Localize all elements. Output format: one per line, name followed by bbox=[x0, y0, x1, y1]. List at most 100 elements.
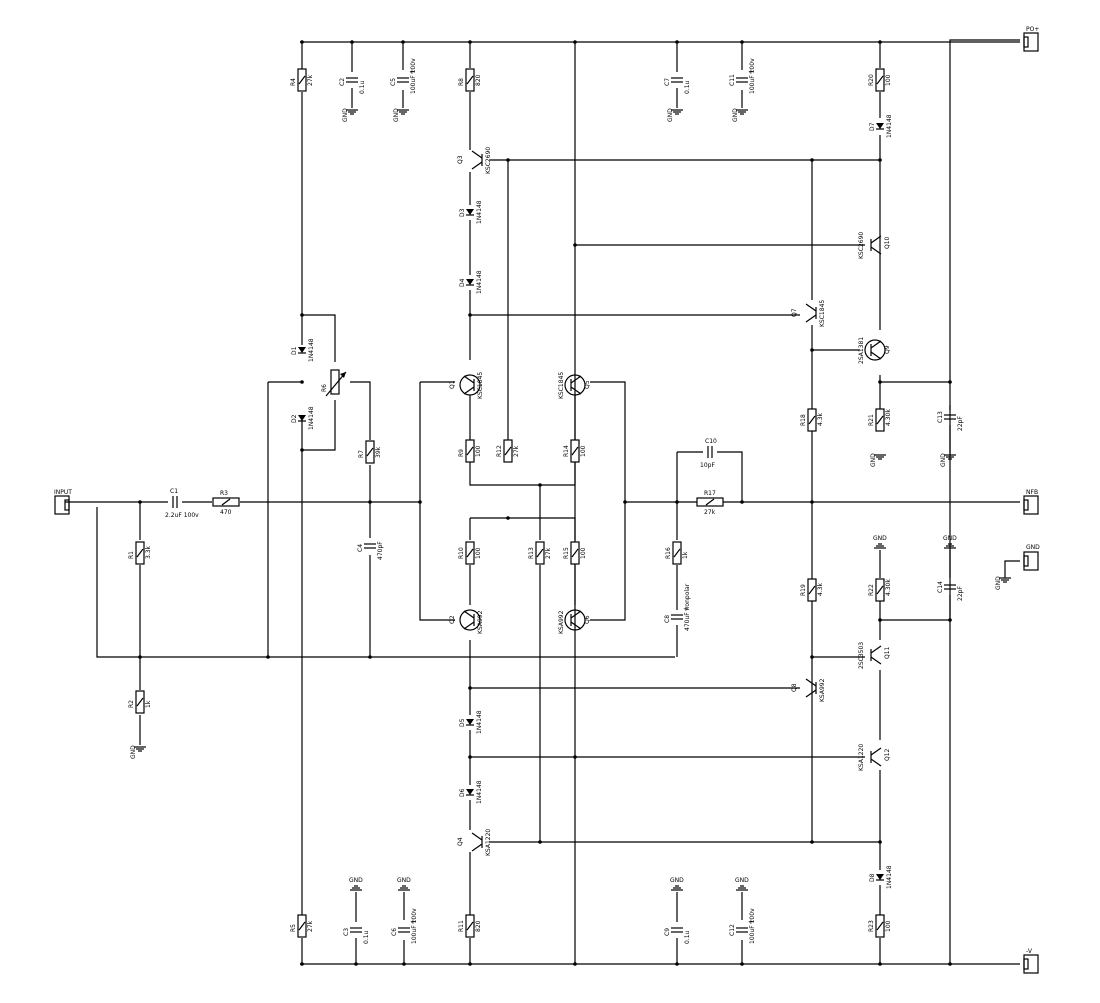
resistor-value-r1: 3.3k bbox=[145, 545, 152, 559]
capacitor-ref-c11: C11 bbox=[729, 74, 736, 86]
transistor-ref-q12: Q12 bbox=[884, 748, 891, 761]
gnd-c14-label: GND bbox=[943, 535, 957, 542]
capacitor-c4 bbox=[364, 543, 376, 549]
gnd-c13 bbox=[944, 454, 956, 460]
capacitor-value-c3: 0.1u bbox=[363, 930, 370, 944]
resistor-ref-r16: R16 bbox=[665, 547, 672, 559]
resistor-value-r11: 820 bbox=[475, 920, 482, 932]
transistor-value-q12: KSA1220 bbox=[858, 744, 865, 771]
capacitor-c9 bbox=[671, 927, 683, 933]
diode-value-d6: 1N4148 bbox=[476, 780, 483, 804]
resistor-ref-r3: R3 bbox=[220, 490, 228, 497]
capacitor-c1 bbox=[172, 496, 178, 508]
gnd-r22-label: GND bbox=[873, 535, 887, 542]
resistor-ref-r15: R15 bbox=[563, 547, 570, 559]
connector-gnd: GND bbox=[1004, 544, 1040, 578]
capacitor-polarity-c8: + bbox=[683, 605, 689, 613]
transistor-value-q2: KSA992 bbox=[477, 610, 484, 634]
capacitor-ref-c12: C12 bbox=[729, 924, 736, 936]
pos-port-label: PO+ bbox=[1026, 26, 1039, 33]
transistor-value-q1: KSC1845 bbox=[477, 372, 484, 399]
transistor-value-q3: KSC2690 bbox=[485, 147, 492, 174]
resistor-ref-r10: R10 bbox=[458, 547, 465, 559]
capacitor-ref-c5: C5 bbox=[390, 78, 397, 86]
neg-port-label: -V bbox=[1026, 948, 1033, 955]
resistor-ref-r6: R6 bbox=[321, 384, 328, 392]
resistor-value-r18: 4.3k bbox=[817, 412, 824, 426]
transistor-q1 bbox=[459, 374, 481, 396]
transistor-value-q8: KSA992 bbox=[819, 678, 826, 702]
gnd-r21 bbox=[874, 454, 886, 460]
resistor-r4 bbox=[297, 68, 307, 92]
resistor-r6 bbox=[325, 369, 347, 397]
capacitor-ref-c7: C7 bbox=[664, 78, 671, 86]
transistor-q8 bbox=[805, 678, 817, 698]
capacitor-c3 bbox=[350, 927, 362, 933]
resistor-value-r12: 27k bbox=[513, 445, 520, 457]
gnd-c2-label: GND bbox=[342, 108, 349, 122]
input-port-label: INPUT bbox=[54, 489, 72, 496]
capacitor-c5 bbox=[397, 77, 409, 83]
wires bbox=[65, 39, 1020, 965]
diode-value-d5: 1N4148 bbox=[476, 710, 483, 734]
connector-pos: PO+ bbox=[1023, 26, 1039, 52]
capacitor-c13 bbox=[944, 414, 956, 420]
transistor-value-q10: KSC2690 bbox=[858, 232, 865, 259]
capacitor-value-c13: 22pF bbox=[957, 416, 964, 431]
resistor-value-r17: 27k bbox=[704, 509, 716, 516]
resistor-ref-r14: R14 bbox=[563, 445, 570, 457]
capacitor-c14 bbox=[944, 584, 956, 590]
capacitor-value-c9: 0.1u bbox=[684, 930, 691, 944]
capacitor-c11 bbox=[736, 77, 748, 83]
transistor-q10 bbox=[870, 235, 882, 255]
resistor-value-r22: 4.30k bbox=[885, 579, 892, 596]
resistor-value-r13: 27k bbox=[545, 547, 552, 559]
diode-value-d7: 1N4148 bbox=[886, 114, 893, 138]
resistor-r7 bbox=[365, 440, 375, 464]
capacitor-c6 bbox=[398, 927, 410, 933]
diode-ref-d6: D6 bbox=[459, 788, 466, 797]
resistor-ref-r23: R23 bbox=[868, 920, 875, 932]
resistor-r10 bbox=[465, 541, 475, 565]
diode-ref-d2: D2 bbox=[291, 414, 298, 423]
resistor-r1 bbox=[135, 541, 145, 565]
transistor-value-q5: KSC1845 bbox=[558, 372, 565, 399]
transistor-ref-q2: Q2 bbox=[449, 615, 456, 624]
transistor-ref-q7: Q7 bbox=[791, 308, 798, 317]
resistor-r8 bbox=[465, 68, 475, 92]
capacitor-ref-c10: C10 bbox=[705, 438, 717, 445]
diode-d7 bbox=[876, 123, 884, 130]
resistor-ref-r21: R21 bbox=[868, 414, 875, 426]
transistor-ref-q6: Q6 bbox=[584, 615, 591, 624]
transistor-ref-q11: Q11 bbox=[884, 646, 891, 659]
transistor-q6 bbox=[564, 609, 586, 631]
resistor-ref-r8: R8 bbox=[458, 78, 465, 86]
capacitor-value-c7: 0.1u bbox=[684, 80, 691, 94]
resistor-r3 bbox=[212, 497, 240, 507]
gnd-c13-label: GND bbox=[940, 453, 947, 467]
capacitor-value-c11: 100uF 100v bbox=[749, 58, 756, 94]
transistor-q12 bbox=[870, 747, 882, 767]
capacitor-value-c8: 470uF nonpolar bbox=[684, 583, 691, 631]
transistor-q3 bbox=[471, 150, 483, 170]
diode-ref-d7: D7 bbox=[869, 122, 876, 131]
capacitor-ref-c1: C1 bbox=[170, 488, 178, 495]
resistor-ref-r4: R4 bbox=[290, 78, 297, 86]
resistor-value-r15: 100 bbox=[580, 547, 587, 559]
gnd-c9 bbox=[671, 885, 683, 891]
resistor-r19 bbox=[807, 578, 817, 602]
resistor-value-r16: 1k bbox=[682, 551, 689, 559]
resistor-ref-r17: R17 bbox=[704, 490, 716, 497]
diode-ref-d3: D3 bbox=[459, 208, 466, 217]
resistor-r11 bbox=[465, 914, 475, 938]
capacitor-ref-c14: C14 bbox=[937, 581, 944, 593]
transistor-ref-q4: Q4 bbox=[457, 837, 464, 846]
resistor-r12 bbox=[503, 439, 513, 463]
diode-ref-d8: D8 bbox=[869, 873, 876, 882]
resistor-ref-r18: R18 bbox=[800, 414, 807, 426]
resistor-value-r21: 4.30k bbox=[885, 409, 892, 426]
resistor-value-r2: 1k bbox=[145, 700, 152, 708]
resistor-ref-r13: R13 bbox=[528, 547, 535, 559]
resistor-value-r10: 100 bbox=[475, 547, 482, 559]
